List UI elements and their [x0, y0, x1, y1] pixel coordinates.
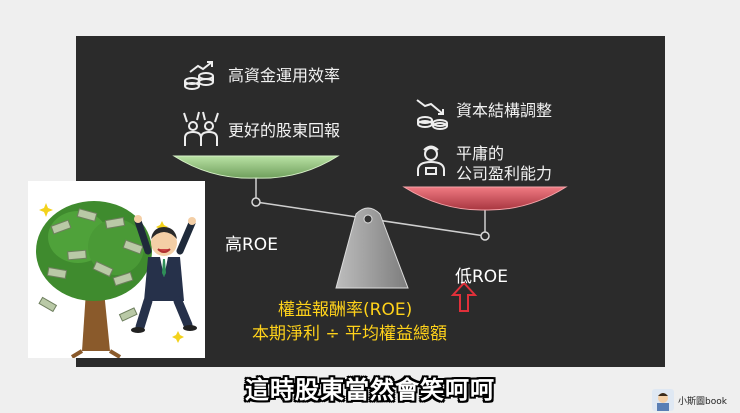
money-tree-illustration — [28, 181, 205, 359]
channel-brand: 小斯圖book — [652, 389, 740, 411]
low-roe-label: 低ROE — [455, 267, 508, 287]
tree-trunk — [82, 291, 110, 351]
worker-icon — [417, 145, 445, 176]
fulcrum-pivot — [363, 214, 373, 224]
right-pan — [402, 186, 568, 211]
money-tree-man-image — [36, 201, 197, 359]
cheering-man — [131, 215, 197, 333]
falling-coins-chart-icon — [416, 99, 448, 130]
right-joint — [480, 231, 490, 241]
brand-avatar — [652, 389, 674, 411]
right-item-2: 平庸的 — [456, 144, 505, 163]
right-item-2-line2: 公司盈利能力 — [456, 164, 553, 183]
up-arrow-icon — [450, 281, 478, 312]
brand-name: 小斯圖book — [678, 396, 727, 407]
left-pan — [172, 155, 340, 179]
fulcrum — [335, 207, 409, 289]
high-roe-label: 高ROE — [225, 235, 278, 255]
left-item-2: 更好的股東回報 — [228, 121, 341, 140]
left-item-1: 高資金運用效率 — [228, 66, 341, 85]
formula-title: 權益報酬率(ROE) — [278, 300, 413, 320]
formula-expression: 本期淨利 ÷ 平均權益總額 — [252, 324, 448, 344]
right-item-1: 資本結構調整 — [456, 101, 553, 120]
cheering-people-icon — [183, 111, 219, 146]
video-subtitle: 這時股東當然會笑呵呵 — [245, 376, 495, 404]
left-joint — [251, 197, 261, 207]
rising-coins-chart-icon — [184, 61, 214, 90]
